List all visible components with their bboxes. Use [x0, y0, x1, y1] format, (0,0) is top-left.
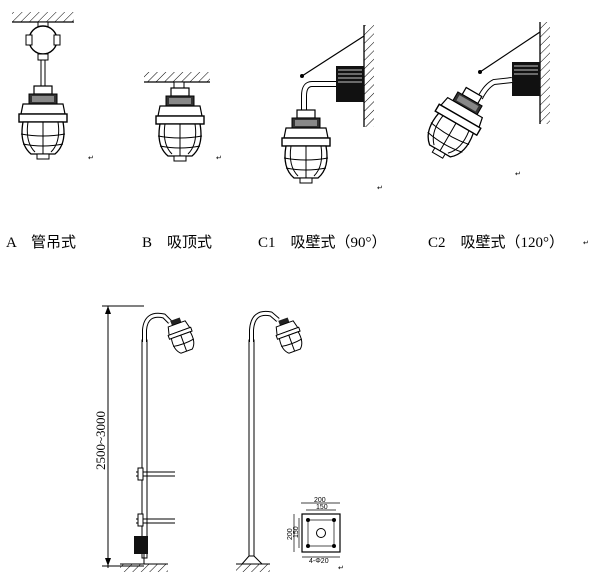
return-mark: ↵ — [88, 155, 94, 162]
pendant-mount-figure — [12, 12, 74, 160]
flange-plate-detail — [293, 502, 341, 558]
caption-pendant: A 管吊式 — [6, 234, 76, 251]
floor-pole-figure — [236, 310, 307, 572]
caption-wall-90: C1 吸壁式（90°） — [258, 234, 387, 251]
flange-inner-width-label: 150 — [316, 504, 328, 511]
pole-height-label: 2500~3000 — [93, 411, 108, 470]
return-mark: ↵ — [216, 155, 222, 162]
caption-wall-120: C2 吸壁式（120°） — [428, 234, 564, 251]
wall-mount-120-figure — [416, 22, 550, 168]
wall-mount-90-figure — [281, 25, 374, 184]
flange-hole-label: 4-Φ20 — [309, 558, 329, 565]
flange-inner-height-label: 150 — [293, 526, 300, 538]
return-mark: ↵ — [583, 240, 589, 247]
return-mark: ↵ — [338, 565, 344, 572]
return-mark: ↵ — [377, 185, 383, 192]
ceiling-mount-figure — [144, 72, 210, 162]
pole-mount-figure — [102, 305, 199, 572]
return-mark: ↵ — [515, 171, 521, 178]
flange-height-label: 200 — [287, 528, 294, 540]
caption-ceiling: B 吸顶式 — [142, 234, 212, 251]
flange-width-label: 200 — [314, 497, 326, 504]
